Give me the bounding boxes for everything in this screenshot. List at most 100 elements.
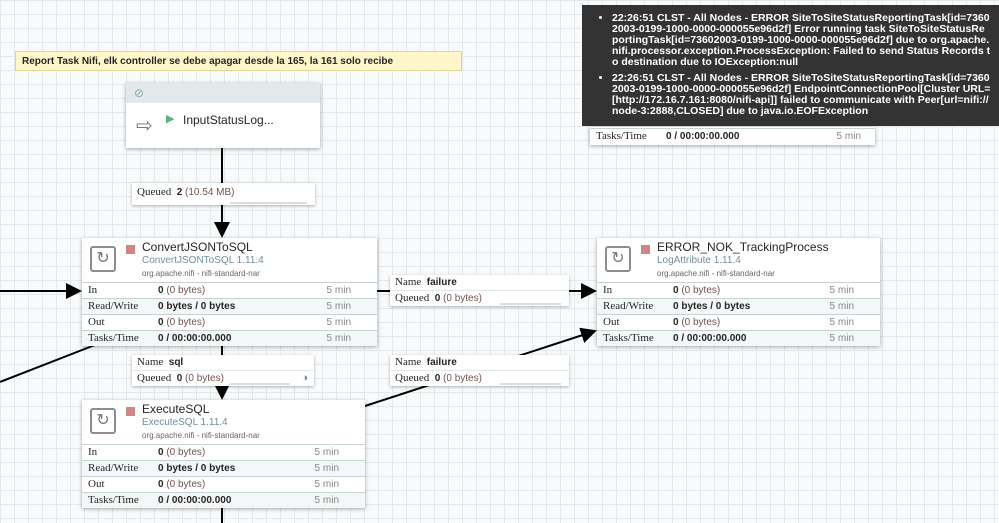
- connection-label-sql[interactable]: Name sql Queued 0 (0 bytes)◑: [132, 355, 314, 386]
- queued-label: Queued: [137, 372, 172, 384]
- queue-progress-bar: [500, 303, 561, 305]
- stat-size: (0 bytes): [166, 317, 206, 328]
- stat-time: 5 min: [836, 131, 861, 142]
- queued-label: Queued: [395, 372, 430, 384]
- processor-name: ERROR_NOK_TrackingProcess: [657, 240, 829, 254]
- stat-time: 5 min: [314, 479, 339, 490]
- stat-label: Out: [88, 478, 105, 490]
- queued-count: 2: [176, 187, 183, 198]
- stat-label: Tasks/Time: [88, 332, 139, 344]
- queued-count: 0: [434, 373, 441, 384]
- stat-label: Read/Write: [603, 300, 654, 312]
- processor-bundle: org.apache.nifi - nifi-standard-nar: [142, 431, 260, 440]
- processor-icon: ↻: [90, 246, 116, 272]
- stat-size: (0 bytes): [681, 285, 721, 296]
- processor-type: ExecuteSQL 1.11.4: [142, 417, 228, 428]
- stat-value: 0 / 00:00:00.000: [673, 333, 747, 344]
- processor-icon: ↻: [90, 408, 116, 434]
- stat-row: Read/Write 0 bytes / 0 bytes 5 min: [82, 460, 365, 476]
- name-label: Name: [395, 356, 422, 368]
- processor-name: ConvertJSONToSQL: [142, 240, 253, 254]
- processor-convert-json-to-sql[interactable]: ↻ ConvertJSONToSQL ConvertJSONToSQL 1.11…: [82, 238, 377, 346]
- processor-type: LogAttribute 1.11.4: [657, 255, 741, 266]
- stat-label: Read/Write: [88, 462, 139, 474]
- stat-label: In: [603, 284, 613, 296]
- queue-progress-bar: [230, 202, 307, 204]
- stat-label: Tasks/Time: [603, 332, 654, 344]
- stat-value: 0: [158, 285, 164, 296]
- bulletin-item: 22:26:51 CLST - All Nodes - ERROR SiteTo…: [612, 13, 991, 68]
- stat-time: 5 min: [326, 317, 351, 328]
- name-label: Name: [395, 276, 422, 288]
- connection-retry[interactable]: [0, 342, 101, 383]
- stat-value: 0: [673, 317, 679, 328]
- queued-size: (0 bytes): [443, 373, 482, 384]
- stat-label: In: [88, 446, 98, 458]
- relationship-name: failure: [426, 277, 457, 288]
- connection-label-failure-2[interactable]: Name failure Queued 0 (0 bytes): [390, 355, 569, 386]
- queued-label: Queued: [395, 292, 430, 304]
- processor-execute-sql[interactable]: ↻ ExecuteSQL ExecuteSQL 1.11.4 org.apach…: [82, 400, 365, 508]
- stat-label: Read/Write: [88, 300, 139, 312]
- stat-value: 0 bytes / 0 bytes: [673, 301, 751, 312]
- canvas-label-note[interactable]: Report Task Nifi, elk controller se debe…: [15, 51, 462, 71]
- stat-label: Tasks/Time: [596, 130, 647, 142]
- connection-label-failure-1[interactable]: Name failure Queued 0 (0 bytes): [390, 275, 569, 306]
- transmission-disabled-icon: ⊘: [134, 86, 145, 100]
- stopped-icon: [641, 245, 650, 254]
- queue-box-main[interactable]: Queued 2 (10.54 MB): [132, 183, 315, 205]
- stat-row: In 0 (0 bytes) 5 min: [82, 444, 365, 460]
- stat-time: 5 min: [314, 447, 339, 458]
- stat-size: (0 bytes): [166, 285, 206, 296]
- stopped-icon: [126, 407, 135, 416]
- stat-label: In: [88, 284, 98, 296]
- stat-value: 0 / 00:00:00.000: [666, 131, 740, 142]
- stat-time: 5 min: [829, 317, 854, 328]
- stopped-icon: [126, 245, 135, 254]
- queued-count: 0: [434, 293, 441, 304]
- processor-icon: ↻: [605, 246, 631, 272]
- stat-value: 0: [158, 447, 164, 458]
- load-balance-icon: ◑: [301, 372, 308, 384]
- queued-size: (10.54 MB): [185, 187, 235, 198]
- relationship-name: sql: [168, 357, 184, 368]
- stat-value: 0: [158, 479, 164, 490]
- processor-name: ExecuteSQL: [142, 402, 210, 416]
- processor-header: ↻ ERROR_NOK_TrackingProcess LogAttribute…: [597, 238, 880, 282]
- stat-label: Out: [603, 316, 620, 328]
- processor-type: ConvertJSONToSQL 1.11.4: [142, 255, 264, 266]
- stat-time: 5 min: [829, 285, 854, 296]
- stat-time: 5 min: [314, 495, 339, 506]
- stat-time: 5 min: [326, 301, 351, 312]
- processor-hidden[interactable]: Tasks/Time 0 / 00:00:00.000 5 min: [590, 127, 875, 145]
- bulletin-tooltip: 22:26:51 CLST - All Nodes - ERROR SiteTo…: [582, 5, 999, 126]
- stat-size: (0 bytes): [681, 317, 721, 328]
- stat-time: 5 min: [314, 463, 339, 474]
- processor-error-nok-tracking[interactable]: ↻ ERROR_NOK_TrackingProcess LogAttribute…: [597, 238, 880, 346]
- stat-time: 5 min: [326, 333, 351, 344]
- stat-value: 0 bytes / 0 bytes: [158, 463, 236, 474]
- input-port-header: ⊘: [126, 83, 320, 103]
- queued-count: 0: [176, 373, 183, 384]
- queued-size: (0 bytes): [443, 293, 482, 304]
- stat-size: (0 bytes): [166, 447, 206, 458]
- input-port-name: InputStatusLog...: [183, 113, 274, 127]
- stat-value: 0 / 00:00:00.000: [158, 495, 232, 506]
- stat-row: Out 0 (0 bytes) 5 min: [597, 314, 880, 330]
- stat-value: 0: [158, 317, 164, 328]
- processor-header: ↻ ConvertJSONToSQL ConvertJSONToSQL 1.11…: [82, 238, 377, 282]
- input-port[interactable]: ⊘ ⇨ ▶ InputStatusLog...: [126, 83, 320, 148]
- queued-label: Queued: [137, 186, 172, 198]
- queue-progress-bar: [230, 383, 290, 385]
- bulletin-item: 22:26:51 CLST - All Nodes - ERROR SiteTo…: [612, 73, 991, 117]
- stat-label: Tasks/Time: [88, 494, 139, 506]
- stat-row: Read/Write 0 bytes / 0 bytes 5 min: [82, 298, 377, 314]
- stat-time: 5 min: [326, 285, 351, 296]
- stat-value: 0 bytes / 0 bytes: [158, 301, 236, 312]
